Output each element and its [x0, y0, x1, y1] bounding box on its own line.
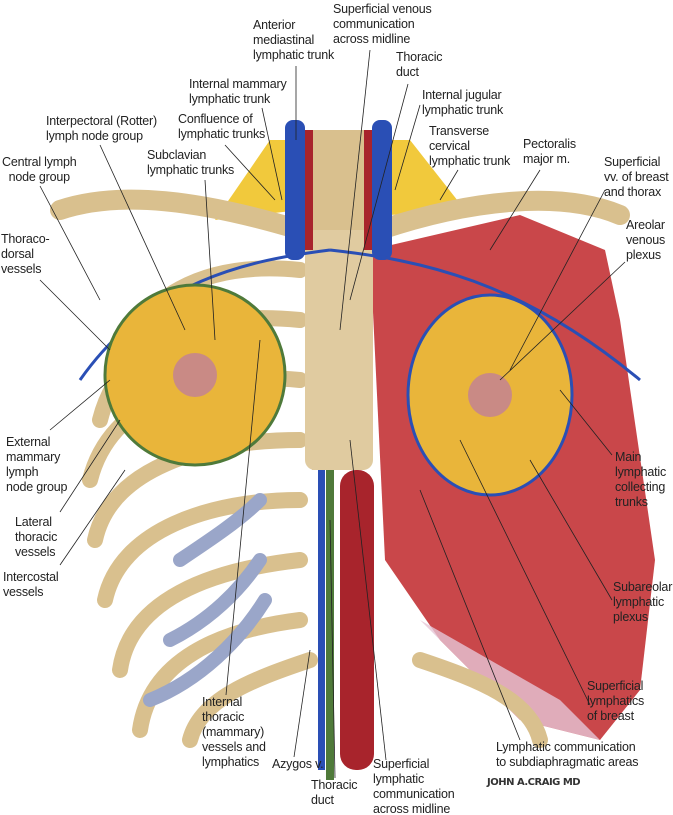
label-transverse-cervical-trunk: Transverse cervical lymphatic trunk — [429, 124, 511, 168]
label-subdiaphragmatic-communication: Lymphatic communication to subdiaphragma… — [496, 740, 639, 769]
label-pectoralis-major: Pectoralis major m. — [523, 137, 576, 166]
neck-muscle-left — [215, 140, 300, 220]
areola-right — [468, 373, 512, 417]
label-internal-thoracic-vessels: Internal thoracic (mammary) vessels and … — [202, 695, 266, 769]
clavicle-left — [50, 189, 310, 240]
label-lateral-thoracic-vessels: Lateral thoracic vessels — [15, 515, 58, 559]
label-superficial-vv: Superficial vv. of breast and thorax — [604, 155, 669, 199]
label-external-mammary-nodes: External mammary lymph node group — [6, 435, 68, 494]
carotid-left — [305, 130, 313, 250]
thoracic-duct — [326, 470, 334, 780]
label-thoracodorsal-vessels: Thoraco- dorsal vessels — [1, 232, 50, 276]
label-internal-mammary-trunk: Internal mammary lymphatic trunk — [189, 77, 287, 106]
jugular-vein-left — [285, 120, 305, 260]
label-internal-jugular-trunk: Internal jugular lymphatic trunk — [422, 88, 504, 117]
label-interpectoral-nodes: Interpectoral (Rotter) lymph node group — [46, 114, 157, 143]
artist-signature: JOHN A.CRAIG MD — [487, 777, 581, 788]
label-intercostal-vessels: Intercostal vessels — [3, 570, 59, 599]
label-azygos-vein: Azygos v. — [272, 757, 324, 771]
label-superficial-lymphatic-communication: Superficial lymphatic communication acro… — [373, 757, 455, 815]
carotid-right — [364, 130, 372, 250]
label-areolar-venous-plexus: Areolar venous plexus — [626, 218, 666, 262]
label-superficial-venous-communication: Superficial venous communication across … — [333, 2, 432, 46]
areola-left — [173, 353, 217, 397]
jugular-vein-right — [372, 120, 392, 260]
neck-muscle-right — [385, 140, 465, 215]
leader-lines — [39, 49, 626, 779]
label-confluence: Confluence of lymphatic trunks — [178, 112, 266, 141]
label-central-lymph-nodes: Central lymph node group — [2, 155, 77, 184]
breast-tissue-lower — [420, 620, 600, 740]
label-anterior-mediastinal-trunk: Anterior mediastinal lymphatic trunk — [253, 18, 335, 62]
ribs-left — [82, 260, 548, 748]
label-main-collecting-trunks: Main lymphatic collecting trunks — [615, 450, 666, 509]
label-thoracic-duct-top: Thoracic duct — [396, 50, 443, 79]
aorta — [340, 470, 374, 770]
costal-cartilages — [143, 493, 272, 707]
label-subareolar-plexus: Subareolar lymphatic plexus — [613, 580, 673, 624]
label-subclavian-trunks: Subclavian lymphatic trunks — [147, 148, 235, 177]
label-thoracic-duct-bottom: Thoracic duct — [311, 778, 358, 807]
label-superficial-lymphatics-breast: Superficial lymphatics of breast — [587, 679, 645, 723]
sternum — [305, 230, 373, 470]
azygos-vein — [318, 470, 325, 770]
